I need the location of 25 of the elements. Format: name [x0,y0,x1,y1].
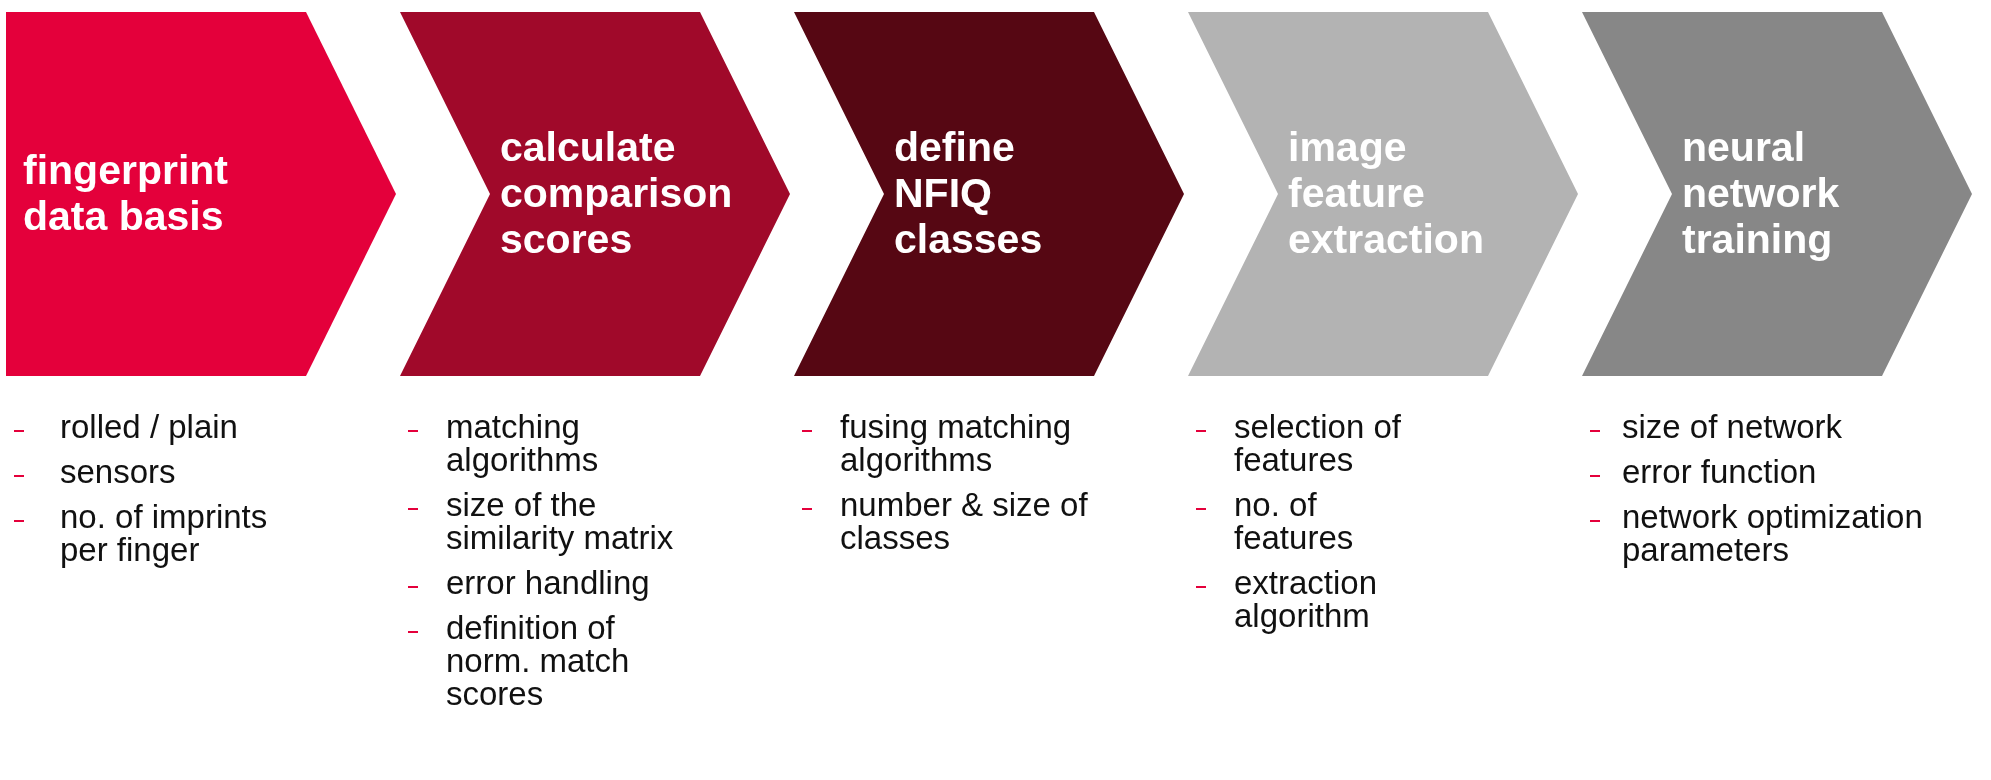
bullet-text: network optimization parameters [1622,500,1924,566]
bullet-text: selection of features [1234,410,1402,476]
bullet-text: number & size of classes [840,488,1089,554]
bullet-text: no. of imprints per finger [60,500,269,566]
step-title: fingerprint data basis [23,148,229,240]
step-title: neural network training [1682,125,1841,263]
process-step [6,12,396,376]
step-title: image feature extraction [1288,125,1485,263]
process-step [400,12,790,376]
bullet-text: sensors [60,455,177,488]
process-step [794,12,1184,376]
bullet-text: matching algorithms [446,410,600,476]
bullet-text: error function [1622,455,1818,488]
step-title: calculate comparison scores [500,125,734,263]
process-step [1188,12,1578,376]
bullet-text: definition of norm. match scores [446,611,631,710]
bullet-text: extraction algorithm [1234,566,1379,632]
bullet-text: error handling [446,566,651,599]
bullet-text: size of the similarity matrix [446,488,675,554]
step-title: define NFIQ classes [894,125,1044,263]
process-step [1582,12,1972,376]
bullet-text: size of network [1622,410,1844,443]
bullet-text: no. of features [1234,488,1355,554]
bullet-text: rolled / plain [60,410,239,443]
bullet-text: fusing matching algorithms [840,410,1073,476]
